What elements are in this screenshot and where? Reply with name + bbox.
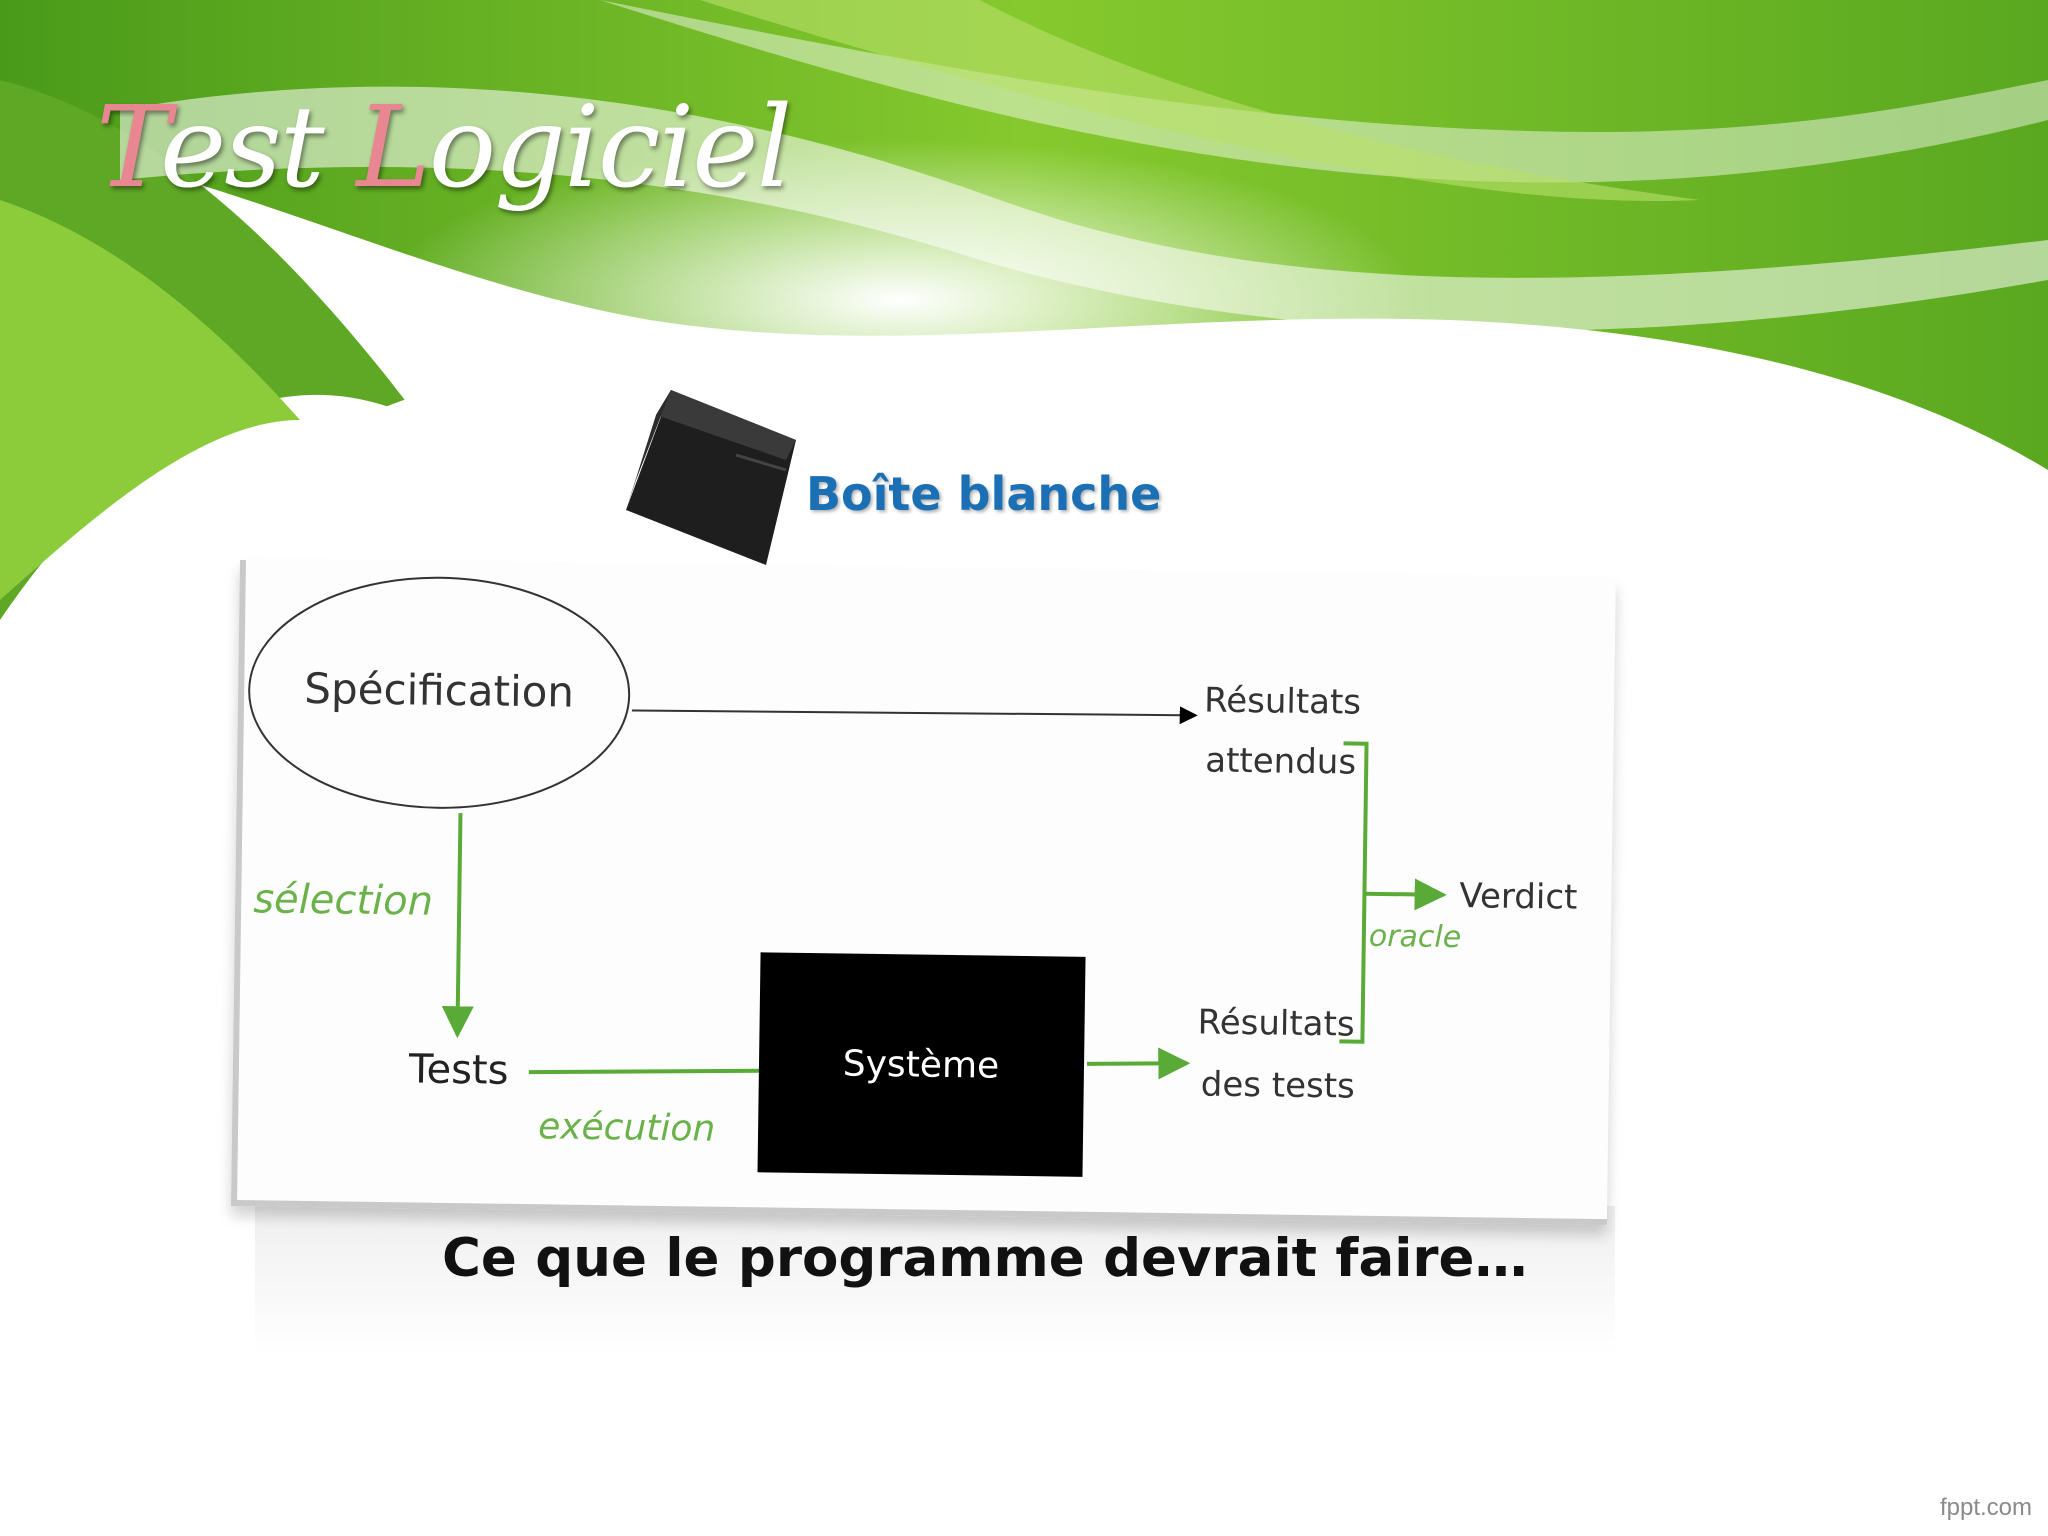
edge-oracle-to-verdict <box>1364 878 1447 911</box>
edge-selection <box>441 813 474 1039</box>
system-label: Système <box>843 1043 1000 1086</box>
diagram-reflection <box>255 1206 1615 1356</box>
subtitle-boite-blanche: Boîte blanche <box>806 467 1162 521</box>
specification-label: Spécification <box>304 664 574 717</box>
tests-node: Tests <box>408 1046 509 1093</box>
edge-system-to-results <box>1087 1047 1191 1080</box>
expected-results-line2: attendus <box>1205 740 1356 782</box>
caption: Ce que le programme devrait faire… <box>442 1228 1528 1289</box>
testing-process-diagram: Spécification Résultats attendus sélecti… <box>248 576 1578 1177</box>
edge-spec-to-expected <box>631 706 1198 725</box>
title-word-logiciel: ogiciel <box>428 83 793 213</box>
specification-node <box>248 576 631 809</box>
verdict-node: Verdict <box>1459 876 1578 918</box>
test-results-line1: Résultats <box>1197 1002 1354 1044</box>
oracle-bracket <box>1339 741 1369 1044</box>
title-initial-l: L <box>356 83 430 213</box>
title-word-test: est <box>160 83 325 213</box>
footer-brand: fppt.com <box>1939 1494 2032 1521</box>
edge-execution <box>528 1068 784 1075</box>
system-node <box>757 952 1086 1177</box>
test-results-line2: des tests <box>1200 1064 1355 1106</box>
title-initial-t: T <box>96 83 162 213</box>
diagram-card: Spécification Résultats attendus sélecti… <box>230 560 1616 1226</box>
expected-results-line1: Résultats <box>1204 680 1361 722</box>
black-box-cube-icon <box>626 390 796 565</box>
oracle-label: oracle <box>1369 919 1462 955</box>
execution-label: exécution <box>538 1106 716 1149</box>
slide-title: Test Logiciel <box>96 92 792 204</box>
selection-label: sélection <box>253 876 433 925</box>
